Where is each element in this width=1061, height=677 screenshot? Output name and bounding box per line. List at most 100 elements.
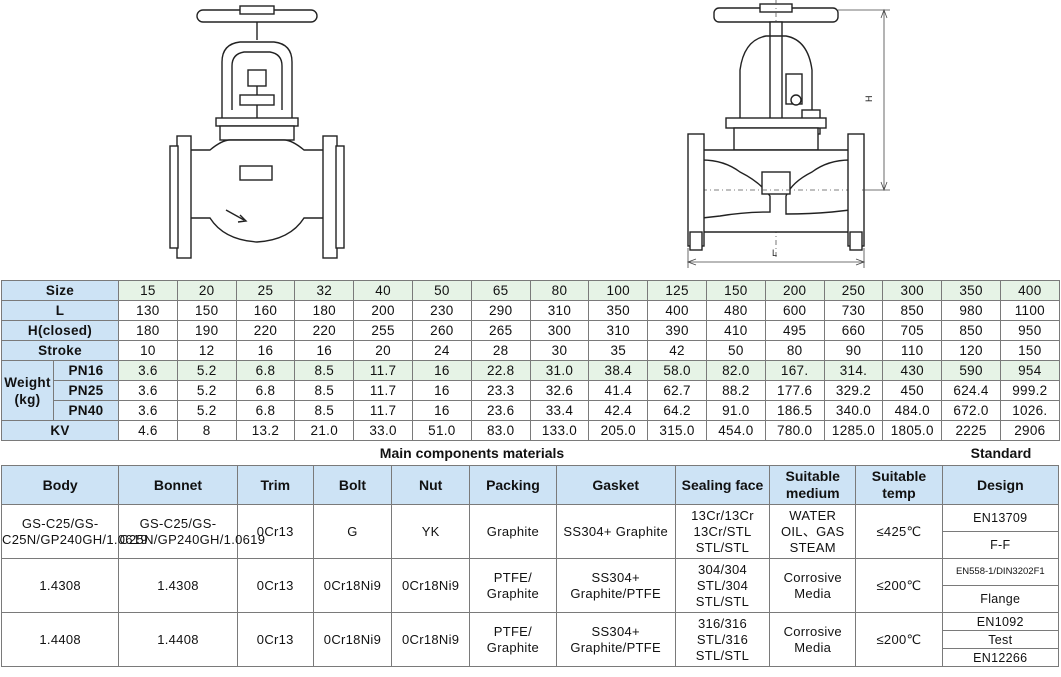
- spec-cell: 16: [294, 340, 355, 361]
- spec-cell: 12: [176, 340, 237, 361]
- spec-cell: 310: [529, 300, 590, 321]
- spec-cell: 42.4: [588, 400, 649, 421]
- spec-cell: 200: [764, 280, 825, 301]
- spec-cell: 50: [411, 280, 472, 301]
- pressure-class-label: PN16: [53, 360, 119, 381]
- spec-cell: 300: [882, 280, 943, 301]
- spec-cell: 11.7: [353, 360, 413, 381]
- spec-cell: 290: [470, 300, 531, 321]
- cell-bolt: 0Cr18Ni9: [312, 612, 393, 667]
- spec-cell: 13.2: [235, 420, 296, 441]
- spec-cell: 6.8: [235, 380, 296, 401]
- spec-cell: 1026.: [999, 400, 1060, 421]
- cell-bolt: 0Cr18Ni9: [312, 558, 393, 613]
- cell-trim: 0Cr13: [236, 504, 314, 559]
- spec-cell: 220: [294, 320, 355, 341]
- spec-cell: 80: [764, 340, 825, 361]
- spec-cell: 2225: [941, 420, 1001, 441]
- spec-cell: 80: [529, 280, 590, 301]
- spec-cell: 780.0: [764, 420, 825, 441]
- cell-nut: 0Cr18Ni9: [391, 558, 471, 613]
- spec-cell: 350: [941, 280, 1001, 301]
- row-label: H(closed): [1, 320, 119, 341]
- materials-row: 1.4308 1.4308 0Cr13 0Cr18Ni9 0Cr18Ni9 PT…: [0, 558, 1060, 613]
- header-design: Design: [941, 465, 1060, 505]
- standard-en1092: EN1092: [941, 612, 1060, 631]
- materials-title: Main components materials: [379, 445, 565, 461]
- pressure-class-label: PN25: [53, 380, 119, 401]
- spec-cell: 125: [647, 280, 707, 301]
- spec-cell: 430: [882, 360, 943, 381]
- materials-row: GS-C25/GS-C25N/GP240GH/1.0619 GS-C25/GS-…: [0, 504, 1060, 559]
- spec-cell: 600: [764, 300, 825, 321]
- spec-cell: 180: [294, 300, 355, 321]
- cell-suitable-temp: ≤200℃: [855, 612, 943, 667]
- spec-cell: 230: [411, 300, 472, 321]
- spec-cell: 6.8: [235, 360, 296, 381]
- spec-cell: 265: [470, 320, 531, 341]
- header-sealing-face: Sealing face: [674, 465, 771, 505]
- spec-cell: 11.7: [353, 380, 413, 401]
- standard-title: Standard: [970, 445, 1032, 461]
- spec-cell: 624.4: [941, 380, 1001, 401]
- cell-packing: PTFE/ Graphite: [469, 612, 557, 667]
- cell-gasket: SS304+ Graphite/PTFE: [555, 612, 676, 667]
- standard-en12266: EN12266: [941, 648, 1060, 667]
- spec-cell: 190: [176, 320, 237, 341]
- spec-cell: 20: [353, 340, 413, 361]
- materials-header-row: Body Bonnet Trim Bolt Nut Packing Gasket…: [0, 465, 1060, 505]
- spec-cell: 64.2: [647, 400, 707, 421]
- spec-cell: 8: [176, 420, 237, 441]
- cell-packing: Graphite: [469, 504, 557, 559]
- spec-cell: 250: [823, 280, 884, 301]
- spec-cell: 260: [411, 320, 472, 341]
- materials-table: Body Bonnet Trim Bolt Nut Packing Gasket…: [0, 465, 1060, 667]
- spec-cell: 177.6: [764, 380, 825, 401]
- spec-cell: 23.6: [470, 400, 531, 421]
- spec-cell: 150: [176, 300, 237, 321]
- spec-cell: 58.0: [647, 360, 707, 381]
- cell-nut: 0Cr18Ni9: [391, 612, 471, 667]
- spec-cell: 32: [294, 280, 355, 301]
- header-suitable-temp: Suitable temp: [855, 465, 943, 505]
- standard-design: EN13709: [941, 504, 1060, 532]
- header-trim: Trim: [236, 465, 314, 505]
- spec-cell: 41.4: [588, 380, 649, 401]
- spec-cell: 65: [470, 280, 531, 301]
- cell-sealing-face: 316/316 STL/316 STL/STL: [674, 612, 771, 667]
- spec-cell: 410: [705, 320, 766, 341]
- cell-sealing-face: 304/304 STL/304 STL/STL: [674, 558, 771, 613]
- spec-cell: 980: [941, 300, 1001, 321]
- spec-cell: 950: [999, 320, 1060, 341]
- cell-suitable-medium: Corrosive Media: [769, 612, 857, 667]
- materials-row: EN12266: [2, 648, 1060, 667]
- spec-cell: 31.0: [529, 360, 590, 381]
- spec-cell: 130: [118, 300, 178, 321]
- header-bonnet: Bonnet: [118, 465, 238, 505]
- spec-cell: 33.4: [529, 400, 590, 421]
- cell-gasket: SS304+ Graphite/PTFE: [555, 558, 676, 613]
- spec-cell: 83.0: [470, 420, 531, 441]
- materials-title-row: Main components materials Standard: [1, 442, 1059, 464]
- cell-packing: PTFE/ Graphite: [469, 558, 557, 613]
- spec-cell: 954: [999, 360, 1060, 381]
- spec-cell: 110: [882, 340, 943, 361]
- spec-cell: 62.7: [647, 380, 707, 401]
- spec-cell: 590: [941, 360, 1001, 381]
- spec-cell: 33.0: [353, 420, 413, 441]
- spec-cell: 40: [353, 280, 413, 301]
- header-bolt: Bolt: [312, 465, 393, 505]
- standard-ff: F-F: [941, 531, 1060, 559]
- spec-cell: 850: [882, 300, 943, 321]
- spec-cell: 5.2: [176, 400, 237, 421]
- valve-exterior-drawing: [169, 0, 890, 268]
- spec-cell: 167.: [764, 360, 825, 381]
- pressure-class-label: PN40: [53, 400, 119, 421]
- spec-cell: 21.0: [294, 420, 355, 441]
